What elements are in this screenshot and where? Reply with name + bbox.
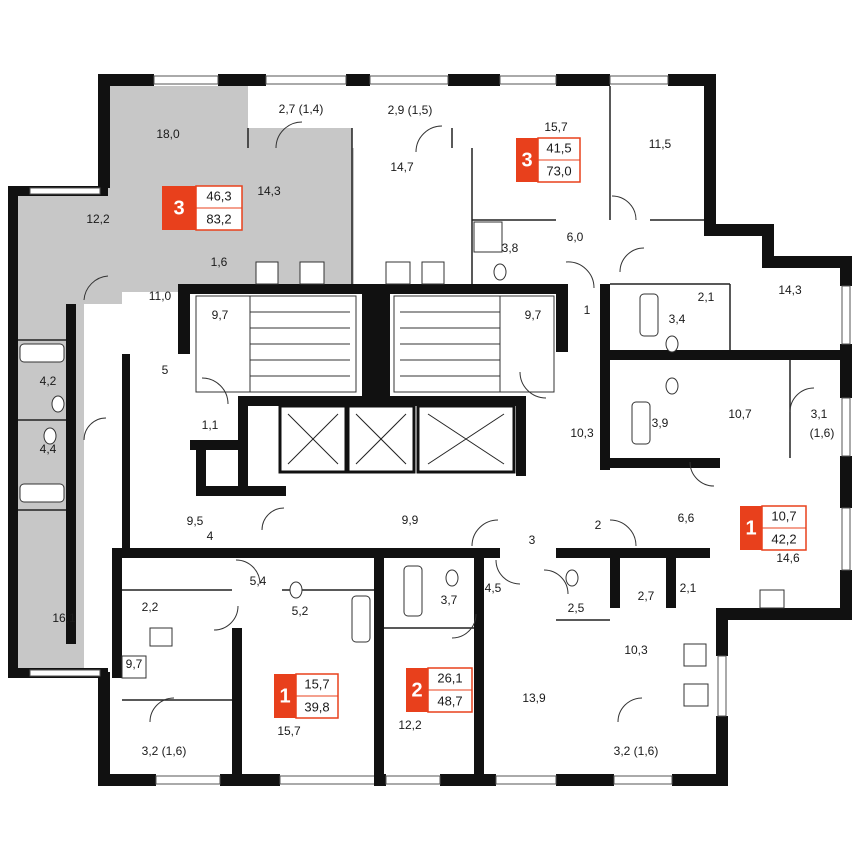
- room-label: 6,0: [567, 230, 584, 244]
- room-label: 3,8: [502, 241, 519, 255]
- badge-rooms: 3: [173, 197, 184, 219]
- badge-rooms: 3: [521, 149, 532, 171]
- badge-total-area: 42,2: [771, 531, 796, 546]
- room-label: 6,6: [678, 511, 695, 525]
- room-labels: 18,0 2,7 (1,4) 2,9 (1,5) 15,7 11,5 14,3 …: [40, 102, 835, 758]
- apartment-badge: 3 46,3 83,2: [162, 185, 243, 231]
- room-label: 9,5: [187, 514, 204, 528]
- badge-living-area: 46,3: [206, 188, 231, 203]
- badge-rooms-box: [406, 668, 428, 712]
- room-label: 2,7: [638, 589, 655, 603]
- room-label: 15,7: [544, 120, 568, 134]
- room-label: 2,1: [680, 581, 697, 595]
- room-label: 5,4: [250, 574, 267, 588]
- room-label: 5: [162, 363, 169, 377]
- room-label: 3,4: [669, 312, 686, 326]
- room-label: 9,9: [402, 513, 419, 527]
- room-label: 4,2: [40, 374, 57, 388]
- badge-rooms-box: [274, 674, 296, 718]
- room-label: 13,9: [522, 691, 546, 705]
- badge-rooms: 2: [411, 679, 422, 701]
- windows: [29, 75, 851, 785]
- room-label: 2,2: [142, 600, 159, 614]
- room-label: 3,7: [441, 593, 458, 607]
- badge-rooms-box: [162, 186, 196, 230]
- room-label: 3,1: [811, 407, 828, 421]
- apartment-badge: 2 26,1 48,7: [406, 667, 473, 713]
- room-label: 14,3: [778, 283, 802, 297]
- room-label: 9,7: [525, 308, 542, 322]
- apartment-badge: 3 41,5 73,0: [516, 137, 581, 183]
- room-label: 11,0: [149, 289, 172, 303]
- stairs: [195, 295, 555, 393]
- apartment-badge: 1 15,7 39,8: [274, 673, 339, 719]
- room-label: 1,1: [202, 418, 219, 432]
- room-label: 2,7 (1,4): [279, 102, 324, 116]
- doors: [83, 121, 815, 723]
- room-label: 14,3: [257, 184, 281, 198]
- room-label: 10,3: [624, 643, 648, 657]
- room-label: (1,6): [810, 426, 835, 440]
- room-label: 16,1: [52, 611, 76, 625]
- elevators: [278, 404, 516, 474]
- room-label: 4: [207, 529, 214, 543]
- badge-total-area: 73,0: [546, 163, 571, 178]
- interior-walls: [66, 284, 840, 786]
- room-label: 10,7: [728, 407, 752, 421]
- room-label: 9,7: [212, 308, 229, 322]
- badge-living-area: 15,7: [304, 676, 329, 691]
- room-label: 5,2: [292, 604, 309, 618]
- badge-total-area: 83,2: [206, 211, 231, 226]
- room-label: 3: [529, 533, 536, 547]
- room-label: 11,5: [649, 137, 672, 151]
- badge-rooms-box: [740, 506, 762, 550]
- shaded-apartment-area: [14, 86, 354, 672]
- room-label: 2,5: [568, 601, 585, 615]
- badge-living-area: 10,7: [771, 508, 796, 523]
- room-label: 14,6: [776, 551, 800, 565]
- room-label: 12,2: [398, 718, 422, 732]
- badge-rooms: 1: [279, 685, 290, 707]
- room-label: 1,6: [211, 255, 228, 269]
- room-label: 14,7: [390, 160, 414, 174]
- badge-living-area: 41,5: [546, 140, 571, 155]
- badge-living-area: 26,1: [437, 670, 462, 685]
- room-label: 3,9: [652, 416, 669, 430]
- room-label: 18,0: [156, 127, 180, 141]
- room-label: 4,5: [485, 581, 502, 595]
- badge-rooms: 1: [745, 517, 756, 539]
- room-label: 2,9 (1,5): [388, 103, 433, 117]
- room-label: 2: [595, 518, 602, 532]
- room-label: 1: [584, 303, 591, 317]
- room-label: 4,4: [40, 442, 57, 456]
- room-label: 10,3: [570, 426, 594, 440]
- room-label: 12,2: [86, 212, 110, 226]
- badge-total-area: 39,8: [304, 699, 329, 714]
- fixtures: [19, 221, 785, 707]
- badge-rooms-box: [516, 138, 538, 182]
- apartment-badge: 1 10,7 42,2: [740, 505, 807, 551]
- room-label: 15,7: [277, 724, 301, 738]
- room-label: 9,7: [126, 657, 143, 671]
- room-label: 2,1: [698, 290, 715, 304]
- room-label: 3,2 (1,6): [142, 744, 187, 758]
- room-label: 3,2 (1,6): [614, 744, 659, 758]
- badge-total-area: 48,7: [437, 693, 462, 708]
